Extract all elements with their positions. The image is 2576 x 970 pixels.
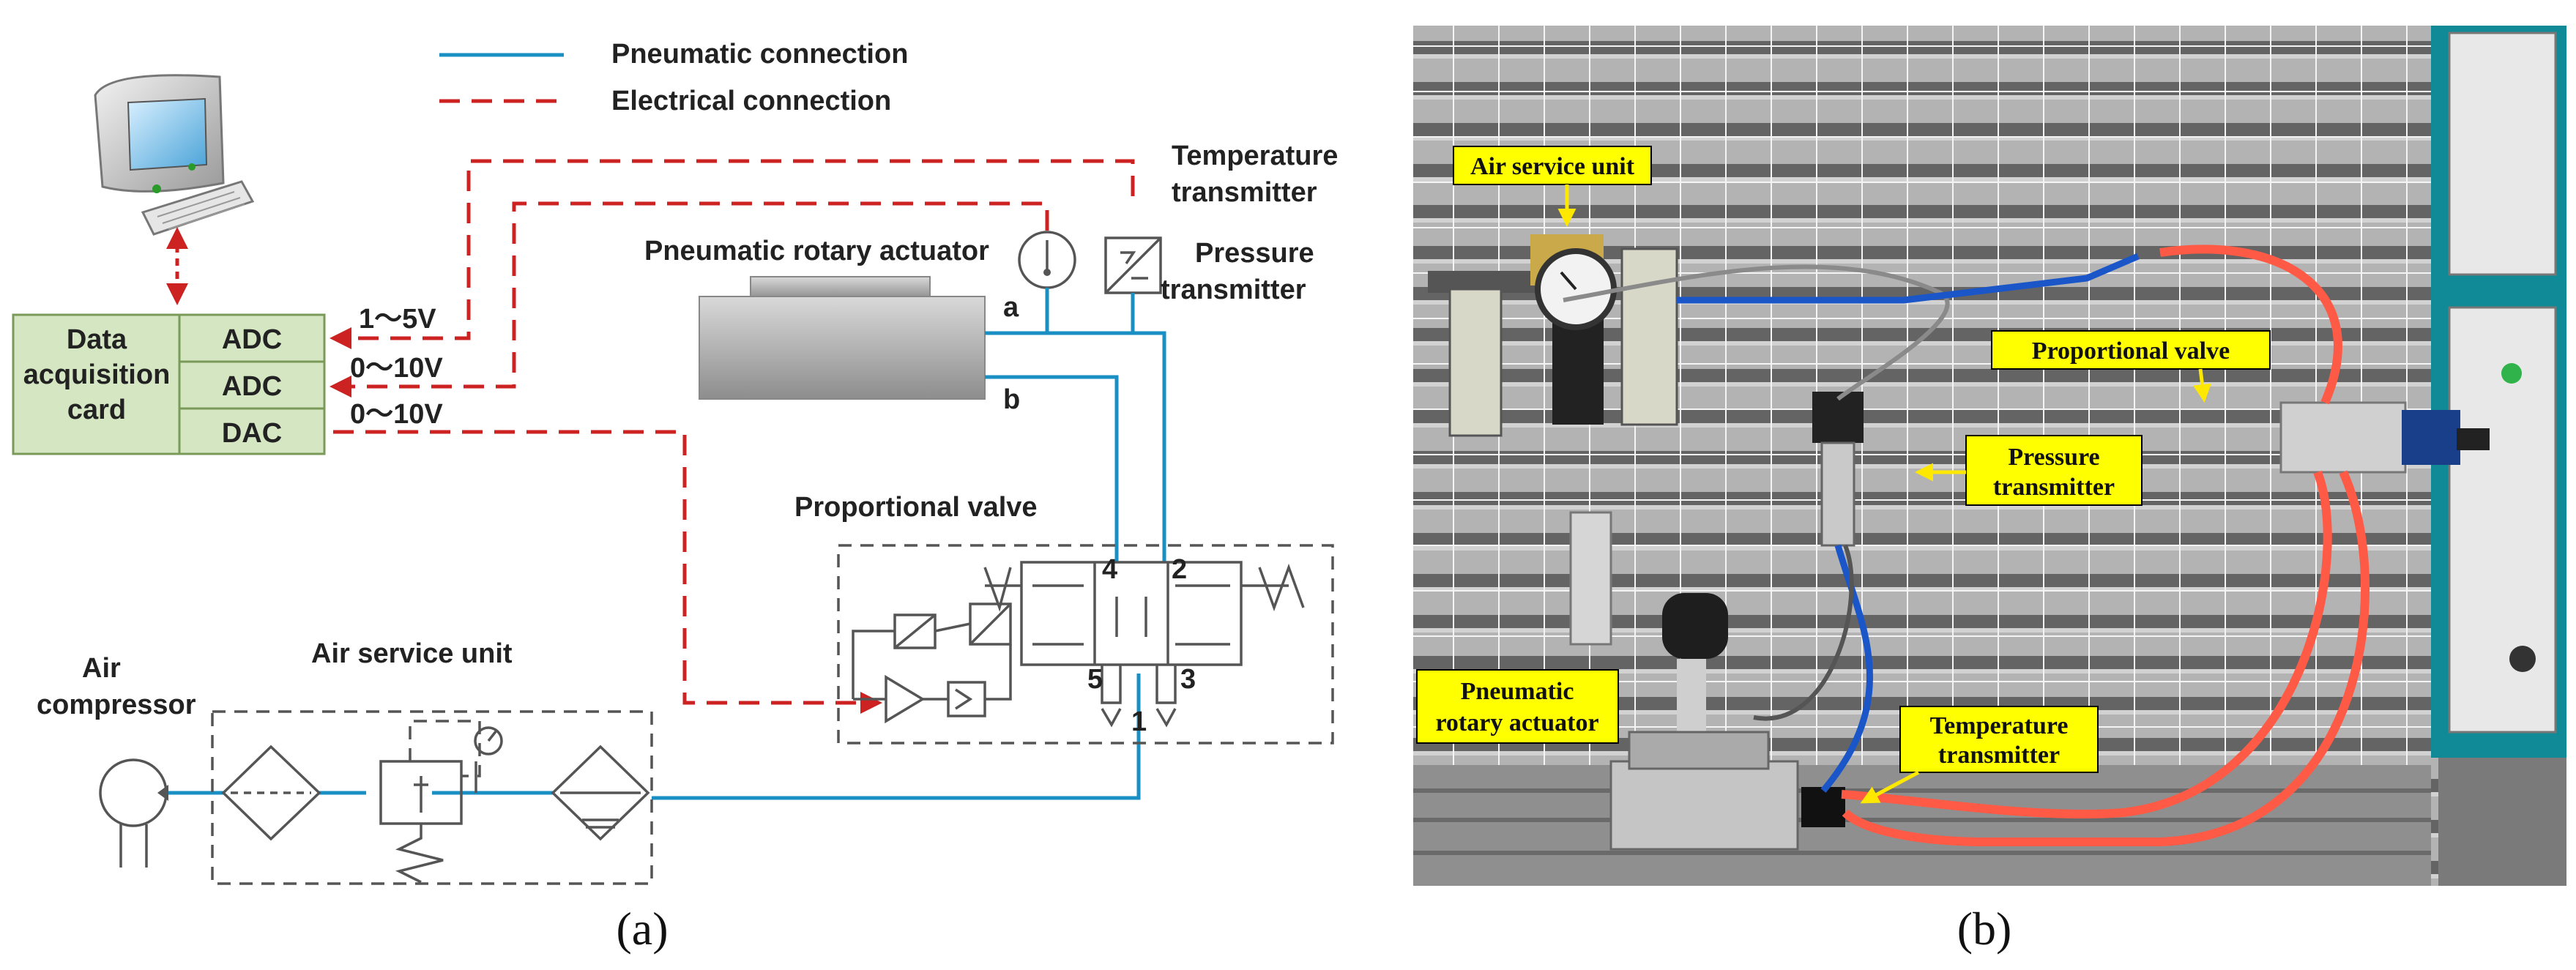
- card-label-line1: Data: [67, 324, 127, 355]
- valve-port-3: 3: [1180, 664, 1196, 695]
- photo-label-proportional-valve: Proportional valve: [2032, 337, 2230, 365]
- control-panel: [2431, 26, 2566, 886]
- pressure-transmitter-symbol: [1104, 236, 1162, 294]
- schematic-panel: Pneumatic connection Electrical connecti…: [12, 39, 1338, 955]
- card-label-line3: card: [67, 395, 126, 425]
- pneumatic-lines: [165, 288, 1166, 800]
- rotary-actuator-symbol: [699, 276, 986, 400]
- photo-label-pressure-line1: Pressure: [2008, 444, 2099, 471]
- dac-port: DAC: [222, 418, 282, 449]
- photo-panel: Air service unit Proportional valve Pres…: [1413, 26, 2566, 955]
- temperature-label-line1: Temperature: [1172, 141, 1338, 171]
- photo-labels: Air service unit Proportional valve Pres…: [1416, 146, 2271, 804]
- valve-port-5: 5: [1087, 664, 1103, 695]
- signal-label-1: 1～5V: [359, 304, 436, 335]
- temperature-transmitter-symbol: [1018, 231, 1076, 289]
- temperature-label-line2: transmitter: [1172, 177, 1317, 208]
- photo-air-service-unit: [1428, 234, 1678, 437]
- photo-label-temperature-line1: Temperature: [1930, 712, 2069, 739]
- photo-proportional-valve: [2279, 401, 2490, 474]
- data-acquisition-card: Data acquisition card ADC ADC DAC: [12, 313, 326, 455]
- pressure-label-line1: Pressure: [1195, 238, 1314, 269]
- legend: Pneumatic connection Electrical connecti…: [439, 39, 908, 116]
- service-unit-label: Air service unit: [311, 638, 513, 669]
- adc-port-1: ADC: [222, 324, 282, 355]
- valve-label: Proportional valve: [794, 492, 1038, 523]
- valve-port-1: 1: [1131, 706, 1147, 737]
- valve-port-2: 2: [1172, 554, 1187, 585]
- compressor-label-line2: compressor: [37, 690, 196, 720]
- air-service-unit-symbol: [211, 710, 653, 885]
- adc-port-2: ADC: [222, 371, 282, 402]
- computer-icon: [94, 74, 255, 236]
- valve-port-4: 4: [1102, 554, 1117, 585]
- card-label-line2: acquisition: [23, 359, 171, 390]
- bench-rail: [1413, 765, 2431, 886]
- pneumatic-legend-label: Pneumatic connection: [611, 39, 908, 70]
- signal-label-3: 0～10V: [350, 399, 443, 430]
- proportional-valve-symbol: [837, 544, 1334, 745]
- port-b-label: b: [1003, 384, 1020, 415]
- pressure-label-line2: transmitter: [1161, 275, 1306, 305]
- photo-label-air-service-unit: Air service unit: [1470, 153, 1635, 180]
- port-a-label: a: [1003, 292, 1019, 323]
- electrical-lines: [330, 159, 1135, 714]
- actuator-label: Pneumatic rotary actuator: [644, 236, 989, 266]
- photo-label-temperature-line2: transmitter: [1938, 742, 2060, 769]
- photo-label-actuator-line2: rotary actuator: [1435, 709, 1598, 736]
- caption-b: (b): [1957, 903, 2012, 955]
- photo-pressure-transmitter: [1812, 392, 1864, 547]
- electrical-legend-label: Electrical connection: [611, 86, 891, 116]
- air-compressor-symbol: [99, 758, 168, 868]
- photo-temperature-transmitter: [1801, 787, 1845, 827]
- hoses: [1563, 245, 2370, 846]
- photo-label-pressure-line2: transmitter: [1993, 474, 2115, 501]
- compressor-label-line1: Air: [82, 653, 121, 684]
- caption-a: (a): [616, 903, 668, 955]
- signal-label-2: 0～10V: [350, 353, 443, 384]
- photo-rotary-actuator: [1569, 511, 1799, 851]
- photo-label-actuator-line1: Pneumatic: [1461, 678, 1574, 705]
